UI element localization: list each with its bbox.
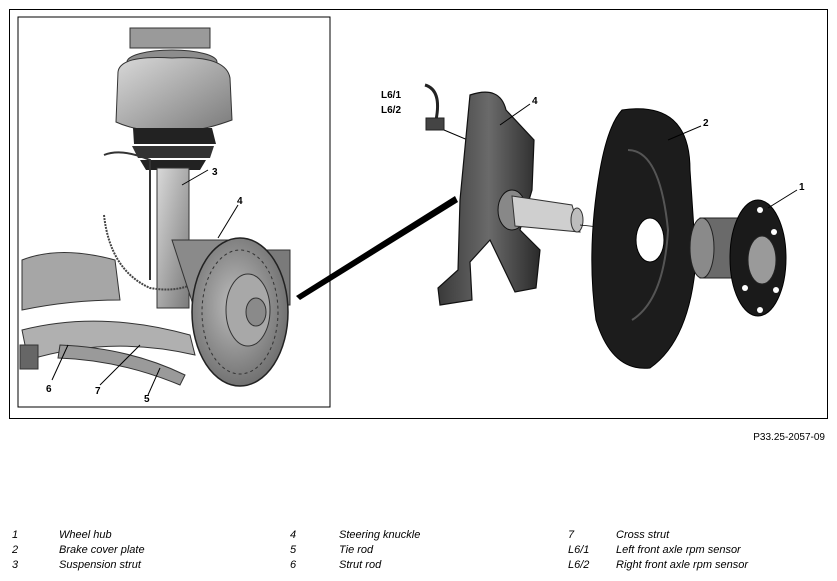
callout-2: 2	[703, 118, 709, 129]
legend-number: 1	[12, 529, 19, 541]
assembly-inset	[17, 16, 331, 408]
legend-label: Wheel hub	[59, 529, 112, 541]
legend-label: Tie rod	[339, 544, 374, 556]
legend-label: Left front axle rpm sensor	[616, 544, 741, 556]
callout-l6-1: L6/1	[381, 90, 401, 101]
legend-number: 3	[12, 559, 19, 571]
callout-5: 5	[144, 394, 150, 405]
parts-legend: 1 Wheel hub 2 Brake cover plate 3 Suspen…	[12, 529, 832, 577]
legend-number: 5	[290, 544, 297, 556]
legend-number: L6/1	[568, 544, 590, 556]
sensor-cable	[103, 151, 151, 280]
legend-label: Suspension strut	[59, 559, 141, 571]
zoom-leader	[296, 196, 458, 300]
legend-label: Brake cover plate	[59, 544, 145, 556]
wheel-hub	[689, 199, 787, 317]
legend-number: 7	[568, 529, 575, 541]
callout-4: 4	[532, 96, 538, 107]
legend-number: 4	[290, 529, 297, 541]
strut-mount	[115, 27, 233, 133]
callout-6: 6	[46, 384, 52, 395]
figure-reference: P33.25-2057-09	[753, 432, 825, 443]
legend-number: L6/2	[568, 559, 590, 571]
legend-label: Steering knuckle	[339, 529, 421, 541]
exploded-view-illustration: 3 4 5 6 7 L6/1 L6/2 4 2 1	[17, 16, 805, 408]
callout-4-inset: 4	[237, 196, 243, 207]
steering-knuckle	[437, 91, 584, 306]
legend-number: 2	[12, 544, 19, 556]
legend-label: Right front axle rpm sensor	[616, 559, 749, 571]
callout-l6-2: L6/2	[381, 105, 401, 116]
callout-3: 3	[212, 167, 218, 178]
air-bellows	[132, 128, 216, 170]
brake-cover-plate	[591, 108, 697, 369]
strut-tube	[156, 167, 190, 309]
legend-label: Strut rod	[339, 559, 382, 571]
legend-label: Cross strut	[616, 529, 670, 541]
callout-7: 7	[95, 386, 101, 397]
callout-1: 1	[799, 182, 805, 193]
legend-number: 6	[290, 559, 297, 571]
figure-frame	[9, 9, 828, 419]
brake-disc-assembled	[191, 237, 289, 387]
